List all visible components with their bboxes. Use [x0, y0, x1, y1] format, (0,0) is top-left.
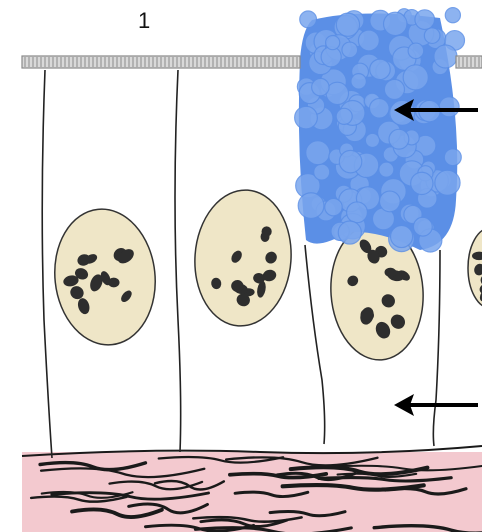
mucus-granule	[413, 217, 432, 236]
mucus-granule	[384, 79, 404, 99]
mucus-granule	[370, 59, 391, 80]
cell-wall	[175, 70, 181, 452]
mucus-granule	[445, 8, 460, 23]
nucleus-outline	[190, 187, 295, 329]
mucus-granule	[408, 43, 424, 59]
mucus-granule	[300, 11, 317, 28]
mucus-granule	[379, 191, 400, 212]
goblet-cell-mucus	[295, 8, 465, 252]
mucus-granule	[369, 98, 389, 118]
mucus-granule	[336, 108, 352, 124]
mucus-granule	[435, 170, 460, 195]
mucus-granule	[298, 193, 324, 219]
connective-tissue	[22, 446, 482, 532]
mucus-granule	[347, 202, 368, 223]
mucus-granule	[338, 221, 361, 244]
nucleus	[48, 204, 162, 350]
mucus-granule	[424, 28, 440, 44]
mucus-granule	[351, 74, 366, 89]
mucus-granule	[415, 10, 435, 30]
cell-wall	[305, 245, 325, 444]
mucus-granule	[389, 129, 409, 149]
mucus-granule	[325, 198, 343, 216]
mucus-granule	[439, 97, 459, 117]
mucus-granule	[295, 106, 318, 129]
nucleus	[190, 187, 295, 329]
mucus-granule	[444, 149, 461, 166]
mucus-granule	[342, 42, 358, 58]
mucus-granule	[314, 164, 330, 180]
mucus-granule	[411, 172, 433, 194]
label-number-1: 1	[138, 8, 150, 33]
mucus-granule	[358, 30, 379, 51]
mucus-granule	[379, 162, 394, 177]
mucus-granule	[312, 78, 329, 95]
mucus-granule	[403, 65, 428, 90]
mucus-granule	[326, 36, 340, 50]
surface-strip	[456, 56, 482, 68]
cell-wall	[42, 70, 52, 458]
mucus-granule	[306, 141, 330, 165]
mucus-granule	[384, 12, 407, 35]
mucus-granule	[336, 13, 359, 36]
mucus-granule	[434, 45, 457, 68]
mucus-granule	[339, 150, 362, 173]
mucus-granule	[391, 225, 413, 247]
cell-wall	[433, 250, 440, 446]
nucleus	[468, 228, 482, 308]
